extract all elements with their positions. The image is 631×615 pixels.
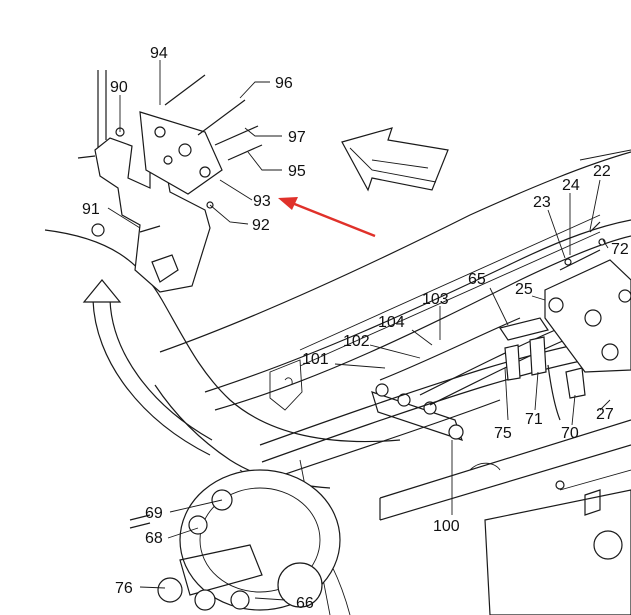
callout-101: 101: [302, 351, 329, 368]
callout-95: 95: [288, 163, 306, 180]
callout-94: 94: [150, 45, 168, 62]
callout-102: 102: [343, 333, 370, 350]
callout-76: 76: [115, 580, 133, 597]
bracket-assembly: [77, 70, 263, 293]
rotation-arrow: [82, 279, 213, 456]
callout-22: 22: [593, 163, 611, 180]
highlight-arrow: [278, 197, 376, 238]
highlight-arrow-shaft: [291, 201, 376, 238]
callout-100: 100: [433, 518, 460, 535]
callout-75: 75: [494, 425, 512, 442]
callout-92: 92: [252, 217, 270, 234]
direction-arrow-icon: [341, 127, 449, 192]
hose-assembly: [259, 221, 631, 481]
callout-93: 93: [253, 193, 271, 210]
callout-27: 27: [596, 406, 614, 423]
callout-104: 104: [378, 314, 405, 331]
leader-lines: [107, 60, 611, 601]
callout-91: 91: [82, 201, 100, 218]
callout-labels: 94 90 96 97 95 93 92 91 22 24 23 72 25 6…: [82, 45, 629, 612]
side-panel: [484, 469, 631, 615]
callout-65: 65: [468, 271, 486, 288]
callout-71: 71: [525, 411, 543, 428]
callout-24: 24: [562, 177, 580, 194]
callout-66: 66: [296, 595, 314, 612]
callout-25: 25: [515, 281, 533, 298]
fan-drum: [129, 469, 341, 611]
callout-70: 70: [561, 425, 579, 442]
callout-97: 97: [288, 129, 306, 146]
callout-72: 72: [611, 241, 629, 258]
callout-96: 96: [275, 75, 293, 92]
callout-69: 69: [145, 505, 163, 522]
callout-68: 68: [145, 530, 163, 547]
highlight-arrow-head: [278, 197, 298, 210]
callout-103: 103: [422, 291, 449, 308]
callout-23: 23: [533, 194, 551, 211]
callout-90: 90: [110, 79, 128, 96]
